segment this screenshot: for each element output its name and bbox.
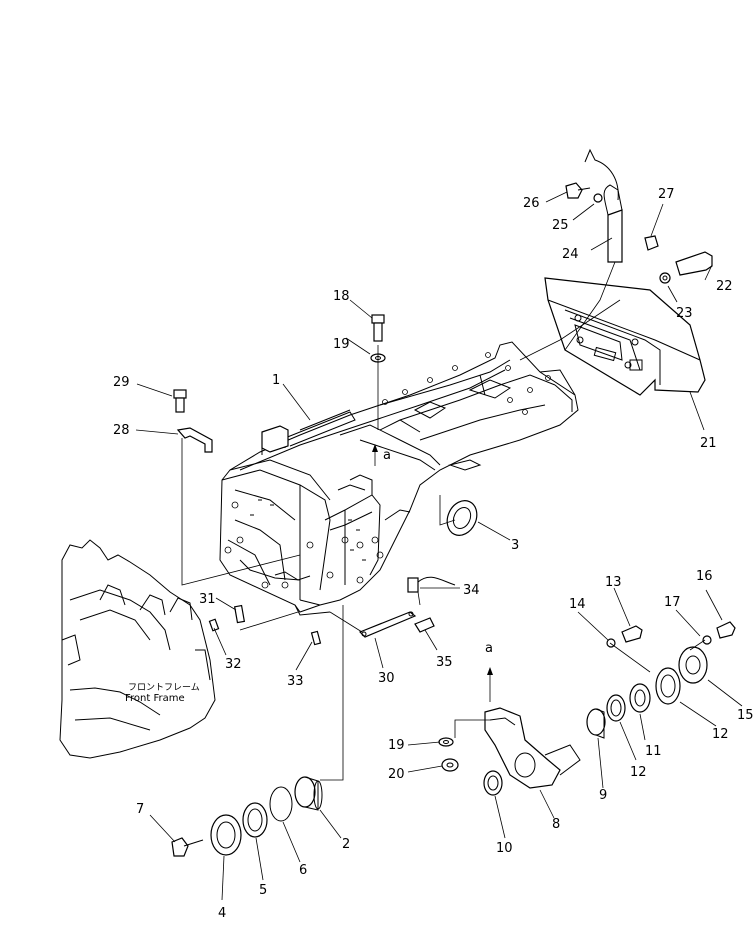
rear-frame-body xyxy=(219,341,579,616)
seal-4 xyxy=(210,814,242,856)
lift-rod xyxy=(584,148,623,263)
callout-27: 27 xyxy=(658,187,675,202)
washer-25 xyxy=(593,193,603,203)
link-30 xyxy=(358,611,417,638)
bearing-10 xyxy=(483,770,503,796)
nut-20 xyxy=(441,758,459,772)
callout-19a: 19 xyxy=(333,337,350,352)
grease-fitting-34 xyxy=(407,576,456,593)
view-arrow-upper: a xyxy=(372,444,391,466)
pin-31 xyxy=(233,604,246,624)
callout-34: 34 xyxy=(463,583,480,598)
view-arrow-lower: a xyxy=(485,641,493,702)
bearing-3 xyxy=(446,500,478,536)
svg-text:Front Frame: Front Frame xyxy=(125,693,185,704)
callout-35: 35 xyxy=(436,655,453,670)
callout-10: 10 xyxy=(496,841,513,856)
bushing-2 xyxy=(294,776,323,811)
bearing-5 xyxy=(242,802,268,838)
callout-18: 18 xyxy=(333,289,350,304)
callout-33: 33 xyxy=(287,674,304,689)
callout-20: 20 xyxy=(388,767,405,782)
callout-labels: 1 2 3 4 5 6 7 8 9 10 11 12 12 13 14 15 1… xyxy=(113,187,754,921)
callout-23: 23 xyxy=(676,306,693,321)
callout-16: 16 xyxy=(696,569,713,584)
bolt-29 xyxy=(173,389,187,413)
front-frame-outline xyxy=(59,539,216,759)
svg-text:フロントフレーム: フロントフレーム xyxy=(128,682,200,693)
callout-7: 7 xyxy=(136,802,144,817)
bracket-28 xyxy=(176,427,213,453)
pin-35 xyxy=(414,617,435,633)
callout-12b: 12 xyxy=(630,765,647,780)
callout-31: 31 xyxy=(199,592,216,607)
callout-14: 14 xyxy=(569,597,586,612)
washer-17 xyxy=(702,635,712,645)
bolt-18 xyxy=(371,314,385,342)
seal-11 xyxy=(629,683,651,713)
callout-30: 30 xyxy=(378,671,395,686)
callout-22: 22 xyxy=(716,279,733,294)
callout-2: 2 xyxy=(342,837,350,852)
plate-15 xyxy=(678,646,708,684)
callout-1: 1 xyxy=(272,373,280,388)
axle-support-8 xyxy=(484,707,581,789)
callout-28: 28 xyxy=(113,423,130,438)
callout-21: 21 xyxy=(700,436,717,451)
callout-3: 3 xyxy=(511,538,519,553)
pin-32 xyxy=(208,618,220,632)
washer-23 xyxy=(659,272,671,284)
callout-12a: 12 xyxy=(712,727,729,742)
callout-32: 32 xyxy=(225,657,242,672)
bolt-7 xyxy=(171,837,204,857)
callout-15: 15 xyxy=(737,708,754,723)
frame-top-bracket xyxy=(261,425,289,453)
frame-bolt-holes xyxy=(224,352,551,589)
front-frame-label: フロントフレーム Front Frame xyxy=(125,682,200,704)
callout-29: 29 xyxy=(113,375,130,390)
callout-17: 17 xyxy=(664,595,681,610)
counterweight xyxy=(544,277,706,396)
svg-text:a: a xyxy=(383,448,391,463)
callout-11: 11 xyxy=(645,744,662,759)
bolt-16 xyxy=(716,621,736,639)
svg-text:a: a xyxy=(485,641,493,656)
bolt-26 xyxy=(565,182,591,199)
bushing-9 xyxy=(586,708,606,739)
callout-5: 5 xyxy=(259,883,267,898)
callout-4: 4 xyxy=(218,906,226,921)
bolt-22 xyxy=(675,251,713,276)
callout-8: 8 xyxy=(552,817,560,832)
callout-6: 6 xyxy=(299,863,307,878)
leader-lines xyxy=(135,191,743,901)
callout-19b: 19 xyxy=(388,738,405,753)
callout-25: 25 xyxy=(552,218,569,233)
ring-12-inner xyxy=(606,694,626,722)
bolt-27 xyxy=(644,235,659,251)
callout-13: 13 xyxy=(605,575,622,590)
washer-19-lower xyxy=(438,737,454,747)
bolt-13 xyxy=(621,625,643,643)
o-ring-6 xyxy=(269,786,293,822)
callout-26: 26 xyxy=(523,196,540,211)
ring-12-outer xyxy=(655,667,681,705)
callout-24: 24 xyxy=(562,247,579,262)
callout-9: 9 xyxy=(599,788,607,803)
assembly-lines xyxy=(181,261,706,781)
pin-33 xyxy=(310,630,322,646)
